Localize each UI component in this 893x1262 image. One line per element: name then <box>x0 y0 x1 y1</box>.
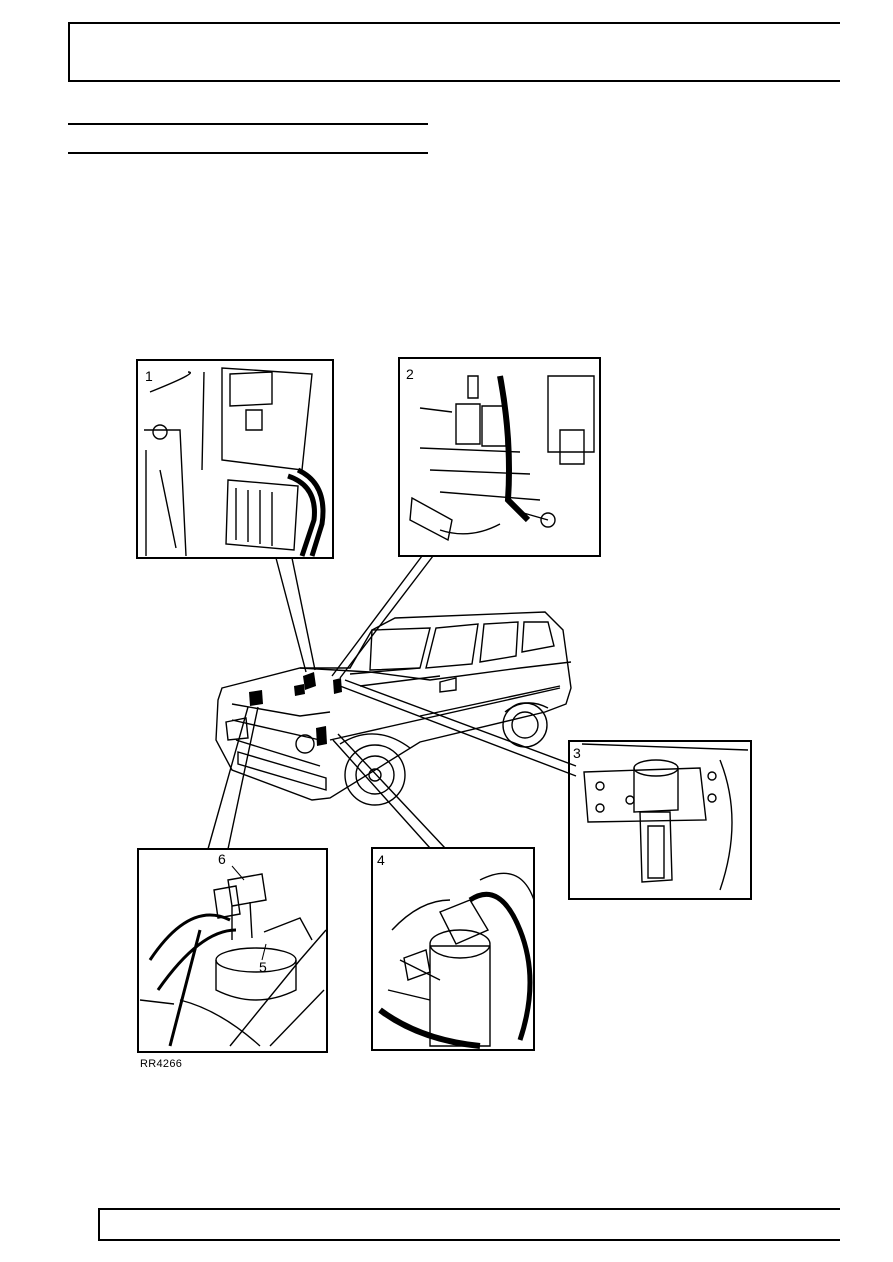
inset-4-frame <box>371 847 535 1051</box>
inset-1-detail <box>144 367 326 557</box>
callout-4: 4 <box>377 852 385 868</box>
component-location-figure: 1 2 3 4 5 6 <box>0 340 893 1080</box>
inset-1-frame <box>136 359 334 559</box>
location-markers <box>249 672 342 746</box>
callout-3: 3 <box>573 745 581 761</box>
leader-4 <box>332 733 446 849</box>
page-footer-box <box>98 1208 840 1241</box>
page-header-box <box>68 22 840 82</box>
leader-1 <box>275 557 316 673</box>
inset-5-6-frame <box>137 848 328 1053</box>
title-rule-bottom <box>68 152 428 154</box>
vehicle-drawing <box>215 611 572 806</box>
callout-6: 6 <box>218 851 226 867</box>
inset-2-frame <box>398 357 601 557</box>
figure-illustration: 1 2 3 4 5 6 <box>136 357 752 1053</box>
leader-5-6 <box>207 706 259 850</box>
leader-3 <box>339 679 577 777</box>
inset-2-detail <box>409 375 595 542</box>
callout-2: 2 <box>406 366 414 382</box>
callout-5: 5 <box>259 959 267 975</box>
inset-5-6-detail <box>139 865 327 1047</box>
callout-1: 1 <box>145 368 153 384</box>
inset-3-frame <box>568 740 752 900</box>
figure-reference: RR4266 <box>140 1058 183 1070</box>
inset-4-detail <box>378 872 535 1049</box>
title-rule-top <box>68 123 428 125</box>
inset-3-detail <box>581 743 749 891</box>
